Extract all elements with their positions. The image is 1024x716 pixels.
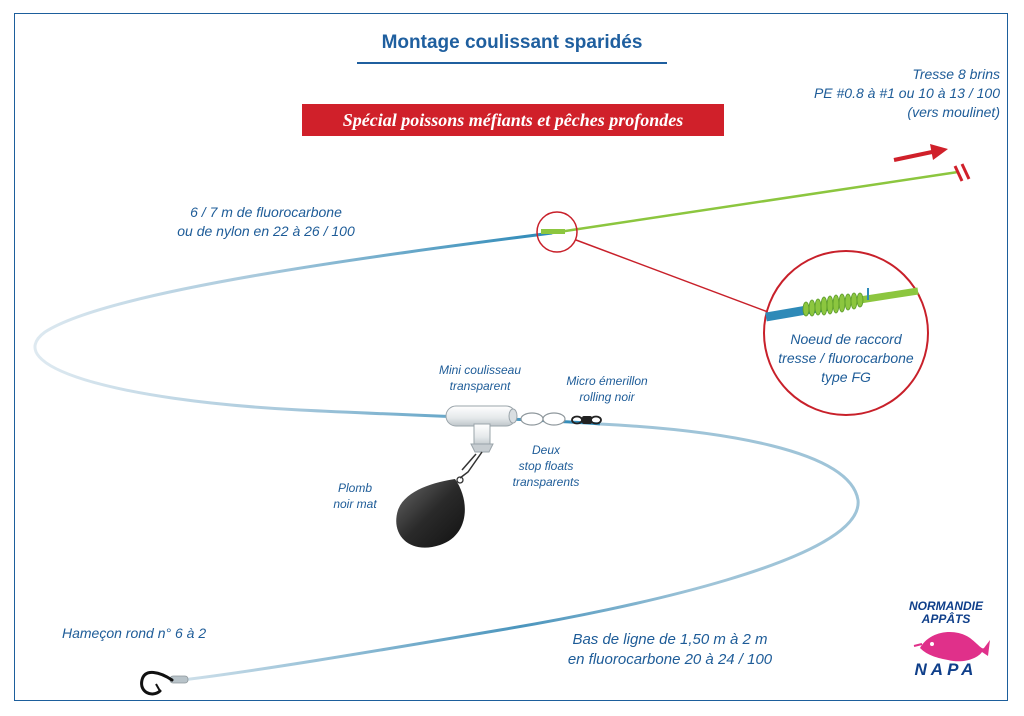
leader-line: [181, 422, 860, 682]
braid-line: [551, 170, 959, 235]
border-frame: [14, 13, 1008, 701]
subtitle-banner: Spécial poissons méfiants et pêches prof…: [302, 104, 724, 136]
direction-arrow: [893, 144, 948, 162]
knot-detail-circle: [763, 250, 929, 416]
lead-label: Plomb noir mat: [333, 481, 377, 511]
fish-logo-icon: [913, 632, 990, 662]
sliding-sleeve: [445, 405, 518, 453]
braid-label: Tresse 8 brins PE #0.8 à #1 ou 10 à 13 /…: [813, 66, 1000, 120]
leader-label: Bas de ligne de 1,50 m à 2 m en fluoroca…: [567, 631, 773, 668]
logo-brand-text: NORMANDIE APPÂTS: [909, 599, 983, 626]
swivel-label: Micro émerillon rolling noir: [566, 374, 648, 404]
knot-detail-illustration: [765, 287, 919, 322]
page-title: Montage coulissant sparidés: [381, 32, 643, 53]
hook-label: Hameçon rond n° 6 à 2: [62, 625, 207, 641]
line-break-marks: [953, 163, 971, 182]
stop-floats-label: Deux stop floats transparents: [512, 443, 580, 489]
sleeve-label: Mini coulisseau transparent: [438, 363, 522, 393]
napa-logo: NORMANDIE APPÂTS NAPA: [898, 600, 994, 684]
lead-snap: [456, 451, 483, 484]
knot-small: [541, 229, 565, 234]
knot-zoom-circle: [536, 211, 578, 253]
logo-napa-text: NAPA: [914, 660, 978, 679]
callout-line: [575, 239, 769, 313]
title-underline: [357, 62, 667, 64]
knot-label: Noeud de raccord tresse / fluorocarbone …: [778, 331, 914, 385]
micro-swivel: [571, 415, 602, 425]
lead-weight: [396, 479, 465, 548]
fluorocarbon-label: 6 / 7 m de fluorocarbone ou de nylon en …: [177, 204, 355, 239]
circle-hook: [140, 671, 189, 696]
main-line-loop: [33, 231, 601, 426]
stop-floats: [520, 412, 566, 426]
